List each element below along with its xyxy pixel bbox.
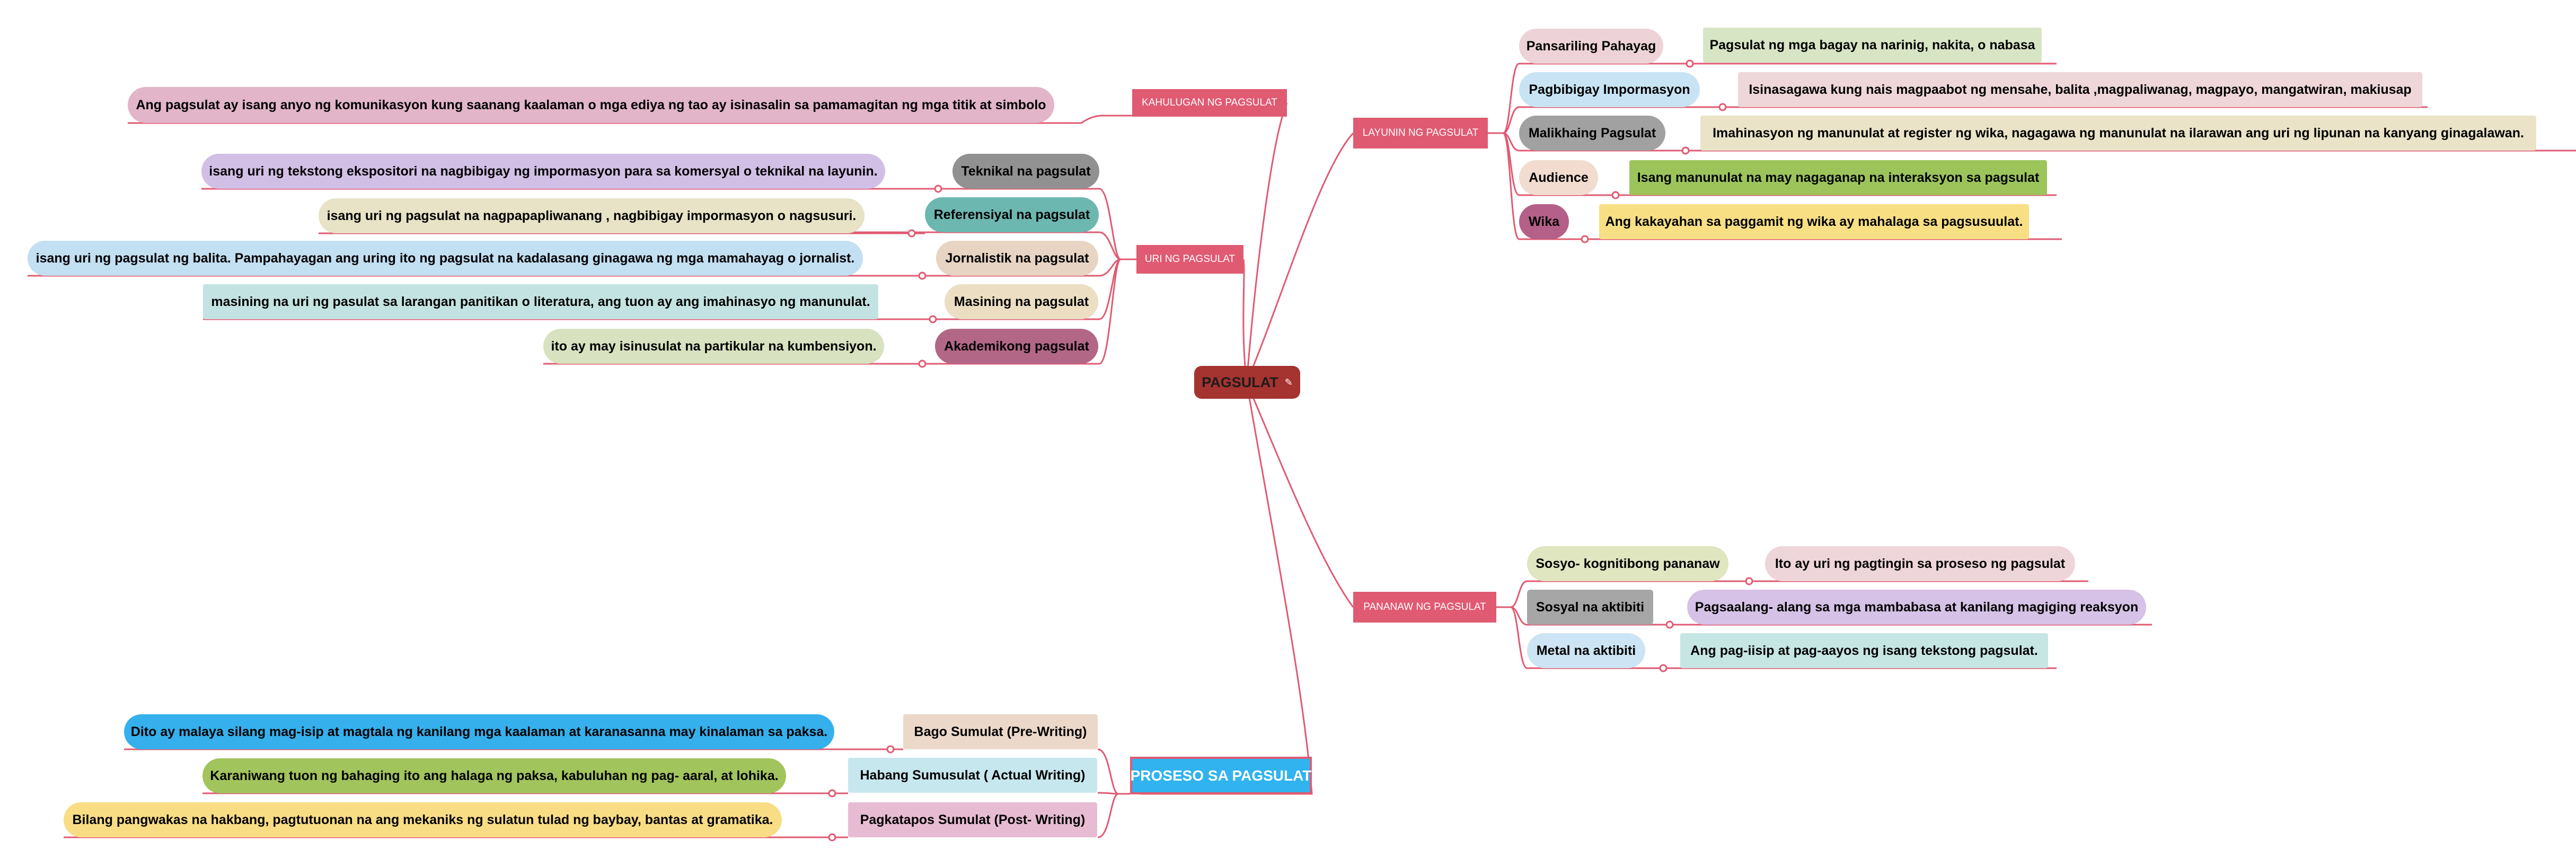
branch-layunin[interactable]: LAYUNIN NG PAGSULAT bbox=[1353, 118, 1488, 148]
uri-desc-akademiko[interactable]: ito ay may isinusulat na partikular na k… bbox=[543, 329, 884, 364]
connector-dot bbox=[929, 315, 937, 323]
central-topic[interactable]: PAGSULAT ✎ bbox=[1194, 366, 1300, 399]
connector-dot bbox=[828, 789, 836, 798]
connector-dot bbox=[1659, 664, 1668, 672]
pananaw-item-sosyo[interactable]: Sosyo- kognitibong pananaw bbox=[1527, 546, 1728, 581]
layunin-item-pagbibigay[interactable]: Pagbibigay Impormasyon bbox=[1519, 72, 1700, 107]
proseso-desc-bago[interactable]: Dito ay malaya silang mag-isip at magtal… bbox=[124, 714, 834, 749]
connector-dot bbox=[918, 272, 927, 280]
pananaw-desc-sosyo[interactable]: Ito ay uri ng pagtingin sa proseso ng pa… bbox=[1765, 546, 2075, 581]
branch-proseso[interactable]: PROSESO SA PAGSULAT bbox=[1130, 757, 1312, 794]
proseso-item-pagkatapos[interactable]: Pagkatapos Sumulat (Post- Writing) bbox=[848, 802, 1097, 837]
branch-pananaw[interactable]: PANANAW NG PAGSULAT bbox=[1353, 592, 1496, 623]
layunin-desc-pansariling[interactable]: Pagsulat ng mga bagay na narinig, nakita… bbox=[1703, 28, 2042, 63]
connector-line bbox=[1140, 382, 1313, 795]
pananaw-desc-sosyal[interactable]: Pagsaalang- alang sa mga mambabasa at ka… bbox=[1687, 590, 2146, 625]
note-icon[interactable]: ✎ bbox=[1284, 377, 1293, 388]
connector-line bbox=[1097, 792, 1119, 795]
connector-line bbox=[1242, 259, 1248, 383]
uri-desc-teknikal[interactable]: isang uri ng tekstong ekspositori na nag… bbox=[201, 154, 885, 189]
uri-desc-referensiyal[interactable]: isang uri ng pagsulat na nagpapapliwanan… bbox=[319, 198, 864, 233]
layunin-item-malikhaing[interactable]: Malikhaing Pagsulat bbox=[1519, 116, 1665, 151]
layunin-item-audience[interactable]: Audience bbox=[1519, 160, 1598, 195]
connector-dot bbox=[1686, 59, 1694, 68]
connector-line bbox=[1503, 106, 1520, 134]
layunin-desc-malikhaing[interactable]: Imahinasyon ng manunulat at register ng … bbox=[1700, 116, 2536, 151]
connector-line bbox=[1502, 132, 1520, 240]
proseso-desc-pagkatapos[interactable]: Bilang pangwakas na hakbang, pagtutuonan… bbox=[64, 802, 782, 837]
layunin-desc-pagbibigay[interactable]: Isinasagawa kung nais magpaabot ng mensa… bbox=[1738, 72, 2422, 107]
connector-dot bbox=[1745, 577, 1753, 585]
connector-line bbox=[1510, 606, 1528, 669]
uri-item-referensiyal[interactable]: Referensiyal na pagsulat bbox=[925, 197, 1099, 232]
connector-dot bbox=[886, 745, 895, 754]
uri-item-masining[interactable]: Masining na pagsulat bbox=[945, 284, 1098, 319]
proseso-desc-habang[interactable]: Karaniwang tuon ng bahaging ito ang hala… bbox=[202, 758, 786, 793]
connector-dot bbox=[1665, 620, 1674, 629]
pananaw-desc-metal[interactable]: Ang pag-iisip at pag-aayos ng isang teks… bbox=[1680, 633, 2048, 668]
central-label: PAGSULAT bbox=[1202, 374, 1278, 390]
connector-line bbox=[1246, 382, 1354, 608]
connector-line bbox=[1510, 580, 1528, 608]
layunin-item-wika[interactable]: Wika bbox=[1519, 204, 1569, 239]
layunin-item-pansariling[interactable]: Pansariling Pahayag bbox=[1519, 29, 1663, 64]
connector-line bbox=[1097, 748, 1119, 795]
connector-dot bbox=[828, 833, 836, 842]
branch-uri[interactable]: URI NG PAGSULAT bbox=[1136, 245, 1243, 274]
uri-item-teknikal[interactable]: Teknikal na pagsulat bbox=[952, 154, 1099, 189]
connector-line bbox=[1503, 63, 1520, 134]
uri-desc-jornalistik[interactable]: isang uri ng pagsulat ng balita. Pampaha… bbox=[28, 241, 863, 276]
connector-dot bbox=[1681, 146, 1690, 155]
connector-line bbox=[1246, 132, 1354, 383]
connector-dot bbox=[934, 185, 942, 193]
connector-line bbox=[1099, 231, 1121, 260]
uri-item-jornalistik[interactable]: Jornalistik na pagsulat bbox=[936, 241, 1098, 276]
kahulugan-definition[interactable]: Ang pagsulat ay isang anyo ng komunikasy… bbox=[128, 87, 1054, 123]
connector-dot bbox=[1611, 191, 1620, 199]
layunin-desc-wika[interactable]: Ang kakayahan sa paggamit ng wika ay mah… bbox=[1599, 204, 2029, 239]
layunin-desc-audience[interactable]: Isang manunulat na may nagaganap na inte… bbox=[1629, 160, 2047, 195]
connector-dot bbox=[918, 360, 927, 368]
connector-line bbox=[1099, 188, 1121, 260]
connector-line bbox=[128, 115, 1132, 124]
connector-dot bbox=[1718, 103, 1727, 111]
uri-desc-masining[interactable]: masining na uri ng pasulat sa larangan p… bbox=[203, 284, 878, 319]
connector-line bbox=[1097, 793, 1119, 838]
proseso-item-habang[interactable]: Habang Sumusulat ( Actual Writing) bbox=[848, 758, 1097, 793]
pananaw-item-metal[interactable]: Metal na aktibiti bbox=[1527, 633, 1645, 668]
branch-kahulugan[interactable]: KAHULUGAN NG PAGSULAT bbox=[1132, 89, 1287, 117]
uri-item-akademiko[interactable]: Akademikong pagsulat bbox=[935, 329, 1098, 364]
connector-line bbox=[1246, 102, 1288, 383]
pananaw-item-sosyal[interactable]: Sosyal na aktibiti bbox=[1527, 590, 1653, 625]
connector-line bbox=[1099, 258, 1122, 365]
connector-dot bbox=[907, 229, 916, 238]
connector-dot bbox=[1581, 235, 1589, 243]
proseso-item-bago[interactable]: Bago Sumulat (Pre-Writing) bbox=[903, 714, 1098, 749]
